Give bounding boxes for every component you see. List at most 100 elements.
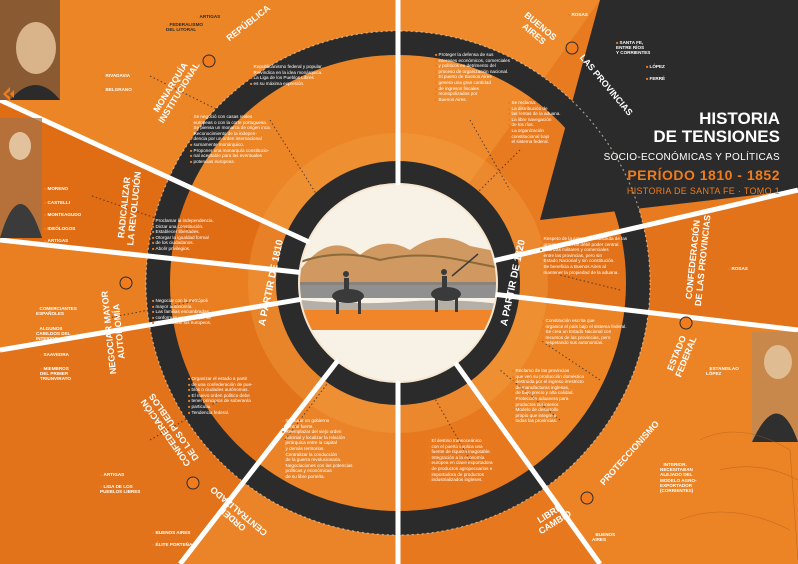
bullet-line: La Liga de los Pueblos Libres — [250, 75, 323, 81]
text-confed-prov: Respeto de la autonomía absoluta de lasp… — [540, 236, 628, 275]
title-period: PERÍODO 1810 - 1852 — [627, 167, 780, 183]
bullet-line: Instaurar un gobierno — [282, 418, 352, 424]
bullet-line: intereses económicos, comerciales — [435, 58, 511, 64]
bullet-line: constitucional bajo — [508, 134, 561, 140]
bullet-line: Reemplazar del viejo orden — [282, 429, 352, 435]
bullet-line: Proteger la defensa de sus — [435, 52, 510, 58]
portrait-left-mid — [0, 118, 42, 238]
bullet-line: de la guerra revolucionaria. — [282, 457, 352, 463]
bullet-line: Organizar el estado a partir — [188, 376, 253, 382]
text-buenos-aires: Proteger la defensa de susintereses econ… — [435, 52, 511, 103]
bullet-line: Protección aduanera para — [512, 396, 584, 402]
tag-miembros: MIEMBROS DEL PRIMER TRIUNVIRATO — [40, 366, 71, 382]
bullet-line: Proponer una monarquía constitucio- — [190, 148, 271, 154]
bullet-line: industrializados ingleses. — [428, 477, 493, 483]
logo-arrow-icon — [3, 87, 14, 101]
text-monarquia: Se negoció con casas realeseuropeas o co… — [190, 114, 271, 164]
bullet-line: Negociar con la metrópoli — [152, 298, 211, 304]
tag-ferre: FERRÉ — [646, 76, 666, 81]
tag-saavedra: SAAVEDRA — [40, 352, 69, 357]
tag-belgrano: BELGRANO — [102, 87, 132, 92]
tag-artigas-top: ARTIGAS — [196, 14, 221, 19]
bullet-line: El puerto de Buenos Aires — [435, 74, 510, 80]
bullet-line: monopolizados por — [435, 91, 510, 97]
bullet-line: La distribución de — [508, 106, 561, 112]
bullet-line: Buenos Aires. — [435, 97, 510, 103]
bullet-line: Dictar una constitución. — [152, 224, 214, 230]
tag-moreno: MORENO — [44, 186, 69, 191]
sector-left-mid — [0, 240, 398, 350]
bullet-line: El destino transoceánico — [428, 438, 493, 444]
bullet-line: mayor autonomía. — [152, 304, 211, 310]
tag-rivadavia: RIVADAVIA — [102, 73, 131, 78]
bullet-line: genera una gran cantidad — [435, 80, 510, 86]
bullet-line: europea en clave exportadora — [428, 460, 493, 466]
bullet-line: La organización — [508, 128, 561, 134]
bullet-line: Establecer libertades. — [152, 229, 214, 235]
bullet-line: destruida por el ingreso irrestricto — [512, 379, 584, 385]
bullet-line: europeas o con la corte portuguesa. — [190, 120, 271, 126]
title-block: HISTORIA DE TENSIONES SOCIO-ECONÓMICAS Y… — [604, 109, 780, 197]
bullet-line: nal aceptable para las eventuales — [190, 153, 271, 159]
bullet-line: Republicanismo federal y popular. — [250, 64, 323, 70]
bullet-line: Reivindica en la idea monárquica. — [250, 70, 323, 76]
bullet-line: de manufacturas inglesas, — [512, 385, 584, 391]
tag-monteagudo: MONTEAGUDO — [44, 212, 82, 217]
bullet-line: y demás territorios. — [282, 446, 352, 452]
bullet-line: tener principios de soberanía — [188, 398, 253, 404]
tag-lopez: LÓPEZ — [646, 64, 665, 69]
tag-artigas-mid: ARTIGAS — [44, 238, 69, 243]
bullet-line: central fuerte. — [282, 424, 352, 430]
tag-rosas-top: ROSAS — [568, 12, 588, 17]
bullet-line: Alianzas militares y comerciales — [540, 247, 627, 253]
bullet-line: potencias europeas. — [190, 159, 271, 165]
tag-estanislao: ESTANISLAO LÓPEZ — [706, 366, 739, 376]
bullet-line: El nuevo orden político debe — [188, 393, 253, 399]
tag-cabildos: ALGUNOS CABILDOS DEL INTERIOR — [36, 326, 70, 342]
bullet-line: con el puerto implica una — [428, 444, 493, 450]
center-illustration — [300, 185, 496, 381]
bullet-line: Centralizar la conducción — [282, 452, 352, 458]
bullet-line: de su libre porteña. — [282, 474, 352, 480]
portrait-left-top — [0, 0, 60, 100]
bullet-line: de los ciudadanos. — [152, 240, 214, 246]
bullet-line: de bajo precio y alta calidad. — [512, 390, 584, 396]
text-orden: Instaurar un gobiernocentral fuerte.Reem… — [282, 418, 353, 480]
bullet-line: Se negoció con casas reales — [190, 114, 271, 120]
bullet-line: La libre navegación — [508, 117, 561, 123]
bullet-line: de una confederación de pue- — [188, 382, 253, 388]
tag-elite: ÉLITE PORTEÑA — [152, 542, 193, 547]
tag-interior: INTERIOR. NECESITABAN ALEJADO DEL MODELO… — [660, 462, 697, 493]
bullet-line: provincias con un débil poder central. — [540, 242, 627, 248]
bullet-line: y políticos en detrimento del — [435, 63, 510, 69]
bullet-line: Se crea un Estado Nacional con — [542, 329, 626, 335]
bullet-line: políticas y económicas — [282, 468, 352, 474]
bullet-line: identifica con los europeos. — [152, 320, 212, 326]
text-negociar: Negociar con la metrópolimayor autonomía… — [152, 298, 212, 326]
bullet-line: jerárquica entre la capital — [282, 440, 352, 446]
ring-markers — [119, 41, 693, 505]
bullet-line: Reclamo de las provincias — [512, 368, 584, 374]
bullet-line: Respeto de la autonomía absoluta de las — [540, 236, 628, 242]
tag-santa-fe: SANTA FE, ENTRE RÍOS Y CORRIENTES — [616, 40, 650, 56]
tag-rosas-mid: ROSAS — [728, 266, 748, 271]
bullet-line: fuente de riqueza inagotable. — [428, 449, 493, 455]
bullet-line: organice el país bajo el sistema federal… — [542, 324, 627, 330]
bullet-line: es su máxima expresión. — [250, 81, 323, 87]
bullet-line: conforman una élite que se — [152, 315, 211, 321]
text-libre-cambio: El destino transoceánicocon el puerto im… — [428, 438, 493, 483]
bullet-line: el sistema federal. — [508, 139, 561, 145]
tag-ba-right: BUENOS AIRES — [592, 532, 615, 542]
tag-comerciantes: COMERCIANTES ESPAÑOLES — [36, 306, 77, 316]
tag-castelli: CASTELLI — [44, 200, 70, 205]
text-republica: Republicanismo federal y popular.Reivind… — [250, 64, 323, 86]
bullet-line: Negociaciones con las potencias — [282, 463, 353, 469]
bullet-line: Reconocimiento de la indepen- — [190, 131, 271, 137]
text-estado-federal: Constitución escrita queorganice el país… — [542, 318, 627, 346]
text-radicalizar: Proclamar la independencia.Dictar una co… — [152, 218, 214, 252]
bullet-line: entre las provincias, pero sin — [540, 253, 627, 259]
bullet-line: Otorgar la igualdad formal — [152, 235, 214, 241]
title-line1: HISTORIA — [699, 109, 780, 128]
